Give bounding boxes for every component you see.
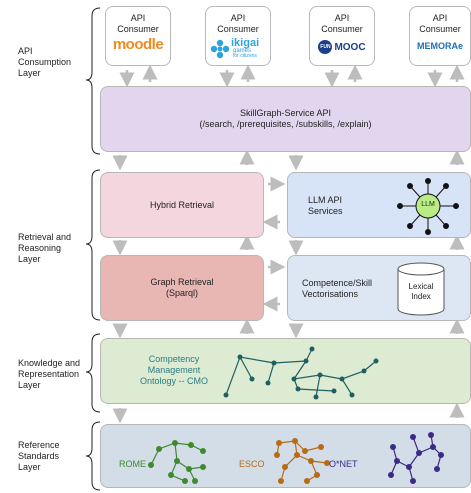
knowledge-brace <box>85 333 101 413</box>
api-consumer-fun-mooc: API Consumer FUN MOOC <box>309 6 375 66</box>
vectorisations-box: Competence/Skill Vectorisations Lexical … <box>287 255 471 321</box>
hybrid-retrieval-label: Hybrid Retrieval <box>149 199 215 210</box>
api-endpoints: (/search, /prerequisites, /subskills, /e… <box>199 119 372 129</box>
cmo-graph-icon <box>223 346 379 400</box>
mooc-text: MOOC <box>334 41 366 53</box>
api-consumer-ikigai: API Consumer ikigai games for citizens <box>205 6 271 66</box>
esco-label: ESCO <box>239 459 265 469</box>
consumer-label: API Consumer <box>217 13 259 34</box>
reference-brace <box>85 421 101 491</box>
layer-label-retrieval: Retrieval and Reasoning Layer <box>18 232 72 264</box>
ikigai-logo: ikigai games for citizens <box>206 35 270 61</box>
knowledge-layer-box: Competency Management Ontology -- CMO <box>100 338 471 404</box>
lexical-index-label: Lexical Index <box>408 282 434 301</box>
layer-label-reference: Reference Standards Layer <box>18 440 60 472</box>
api-consumer-memorae: API Consumer MEMORAe <box>409 6 471 66</box>
fun-mooc-logo: FUN MOOC <box>310 40 374 54</box>
graph-retrieval-label: Graph Retrieval (Sparql) <box>150 277 214 298</box>
database-cylinder-icon <box>397 262 445 316</box>
memorae-logo: MEMORAe <box>416 41 463 51</box>
consumer-label: API Consumer <box>419 13 461 34</box>
layer-braces <box>85 7 101 491</box>
onet-graph-icon <box>388 432 444 484</box>
fun-badge-icon: FUN <box>318 40 333 54</box>
consumer-label: API Consumer <box>117 13 159 34</box>
consumer-label: API Consumer <box>321 13 363 34</box>
consumption-brace <box>85 7 101 155</box>
api-consumer-moodle: API Consumer moodle <box>105 6 171 66</box>
ikigai-text: ikigai <box>231 37 260 49</box>
ikigai-flower-icon <box>210 39 230 59</box>
rome-label: ROME <box>119 459 146 469</box>
retrieval-brace <box>85 169 101 321</box>
graph-retrieval-box: Graph Retrieval (Sparql) <box>100 255 264 321</box>
arrows <box>112 64 465 424</box>
layer-label-knowledge: Knowledge and Representation Layer <box>18 358 81 390</box>
esco-graph-icon <box>274 438 330 484</box>
llm-node-label: LLM <box>421 201 435 208</box>
hybrid-retrieval-box: Hybrid Retrieval <box>100 172 264 238</box>
ikigai-sub1: games <box>233 48 252 54</box>
api-title: SkillGraph-Service API <box>239 108 332 118</box>
skillgraph-api-box: SkillGraph-Service API (/search, /prereq… <box>100 86 471 152</box>
llm-network-icon <box>397 178 459 235</box>
reference-layer-box: ROME ESCO O*NET <box>100 424 471 488</box>
rome-graph-icon <box>148 440 206 484</box>
onet-label: O*NET <box>329 459 358 469</box>
moodle-logo: moodle <box>112 36 164 53</box>
llm-api-services-box: LLM API Services LLM <box>287 172 471 238</box>
cmo-label: Competency Management Ontology -- CMO <box>139 354 208 386</box>
llm-services-label: LLM API Services <box>308 195 343 216</box>
vectorisations-label: Competence/Skill Vectorisations <box>302 278 373 299</box>
ikigai-sub2: for citizens <box>233 53 257 59</box>
layer-label-consumption: API Consumption Layer <box>18 46 72 78</box>
